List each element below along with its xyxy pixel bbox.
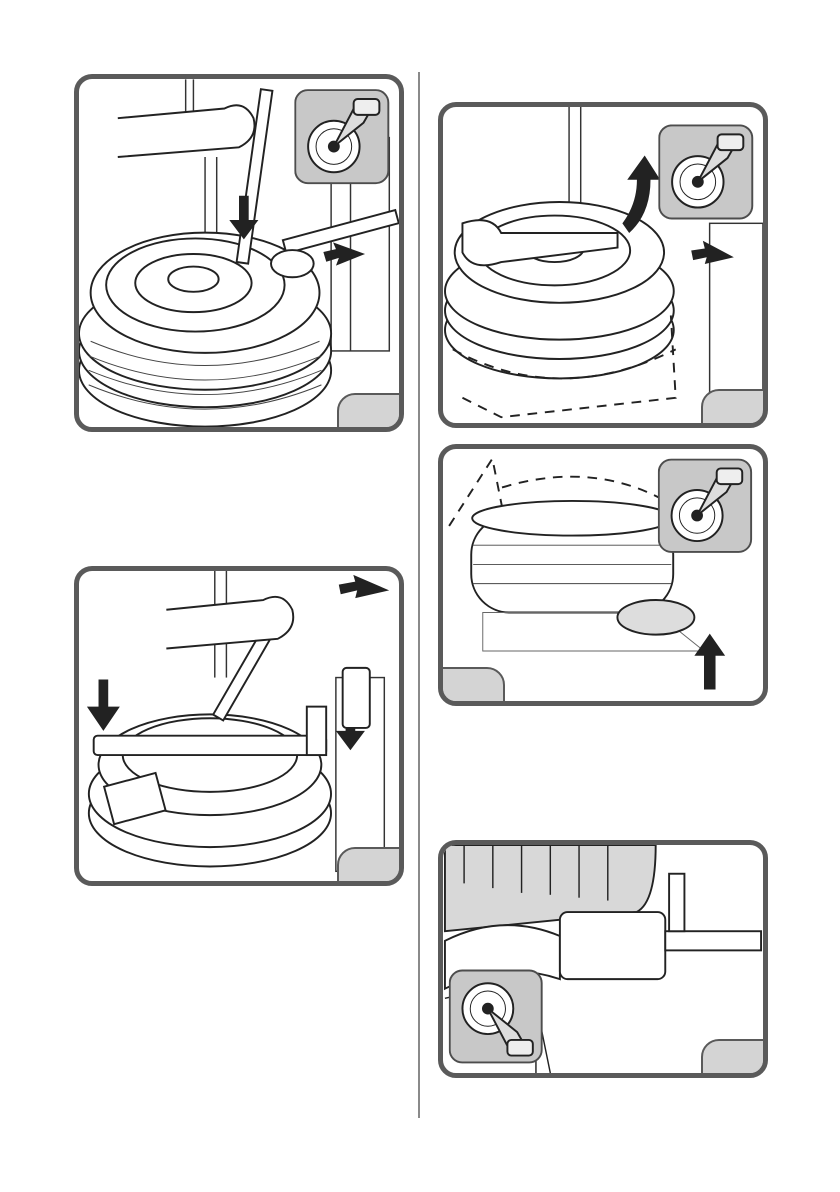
tire-demount-illustration: [79, 79, 399, 427]
figure-panel-2: [438, 102, 768, 428]
figure-badge-2: [701, 389, 765, 425]
tool-wheel-icon: [449, 970, 545, 1066]
tool-wheel-icon: [658, 459, 754, 555]
figure-panel-3: [438, 444, 768, 706]
tool-wheel-icon: [294, 89, 391, 186]
figure-badge-1: [337, 393, 401, 429]
tool-wheel-inset: [658, 124, 753, 219]
figure-panel-1: [74, 74, 404, 432]
tool-wheel-inset: [658, 459, 752, 553]
figure-badge-4: [337, 847, 401, 883]
figure-panel-4: [74, 566, 404, 886]
column-divider: [418, 72, 420, 1118]
tool-wheel-inset: [449, 970, 543, 1064]
figure-badge-5: [701, 1039, 765, 1075]
tire-remove-illustration: [443, 449, 763, 701]
tire-lift-illustration: [443, 107, 763, 423]
tool-wheel-icon: [658, 124, 755, 221]
figure-panel-5: [438, 840, 768, 1078]
tool-wheel-inset: [294, 89, 389, 184]
tire-mount-illustration: [79, 571, 399, 881]
figure-badge-3: [441, 667, 505, 703]
